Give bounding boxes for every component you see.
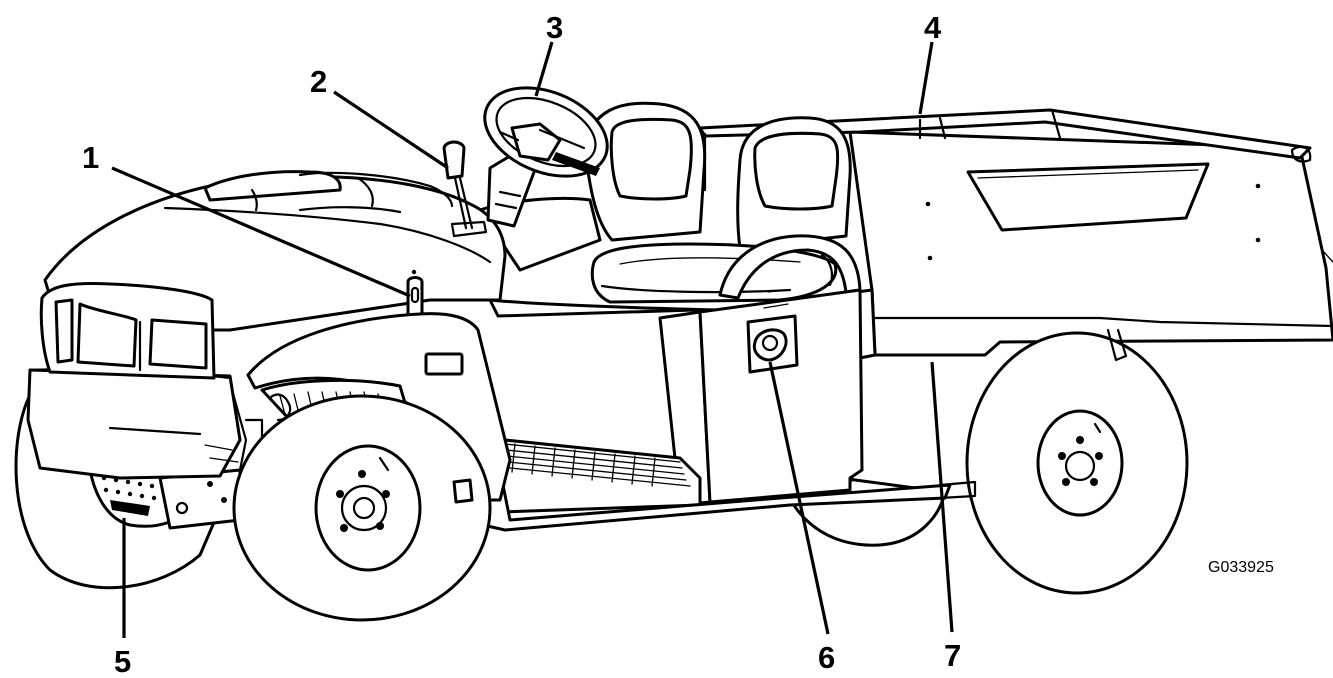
lug-nut	[1090, 478, 1098, 486]
bed-rivet	[925, 201, 931, 207]
callout-3-label: 3	[546, 10, 563, 45]
callout-2-label: 2	[310, 64, 327, 99]
lug-nut	[1076, 436, 1084, 444]
bed-rivet	[1255, 237, 1261, 243]
bed-rivet	[1255, 183, 1261, 189]
callout-labels: 1 2 3 4 5 6 7	[82, 10, 961, 678]
callout-4-leader	[918, 41, 934, 115]
chassis-perforations	[101, 475, 157, 501]
callout-5-label: 5	[114, 644, 131, 673]
callout-4-label: 4	[924, 10, 942, 45]
figure-id: G033925	[1208, 559, 1274, 576]
steering	[483, 86, 609, 228]
lug-nut	[1062, 478, 1070, 486]
callout-7-label: 7	[944, 638, 961, 673]
callout-6-label: 6	[818, 640, 835, 673]
seats	[583, 101, 862, 304]
callout-2-leader	[333, 90, 449, 170]
tread-plate	[504, 443, 691, 487]
callout-6-leader	[768, 361, 830, 635]
lug-nut	[1095, 452, 1103, 460]
callout-leaders	[111, 41, 954, 638]
callout-3-leader	[534, 41, 554, 97]
callout-7-leader	[930, 361, 954, 633]
front-right-wheel	[232, 394, 492, 622]
shift-lever	[442, 140, 488, 238]
bed-rivet	[927, 255, 933, 261]
cargo-bed	[698, 108, 1333, 357]
callout-1-leader	[111, 166, 411, 298]
lug-nut	[1058, 452, 1066, 460]
callout-1-label: 1	[82, 140, 99, 175]
